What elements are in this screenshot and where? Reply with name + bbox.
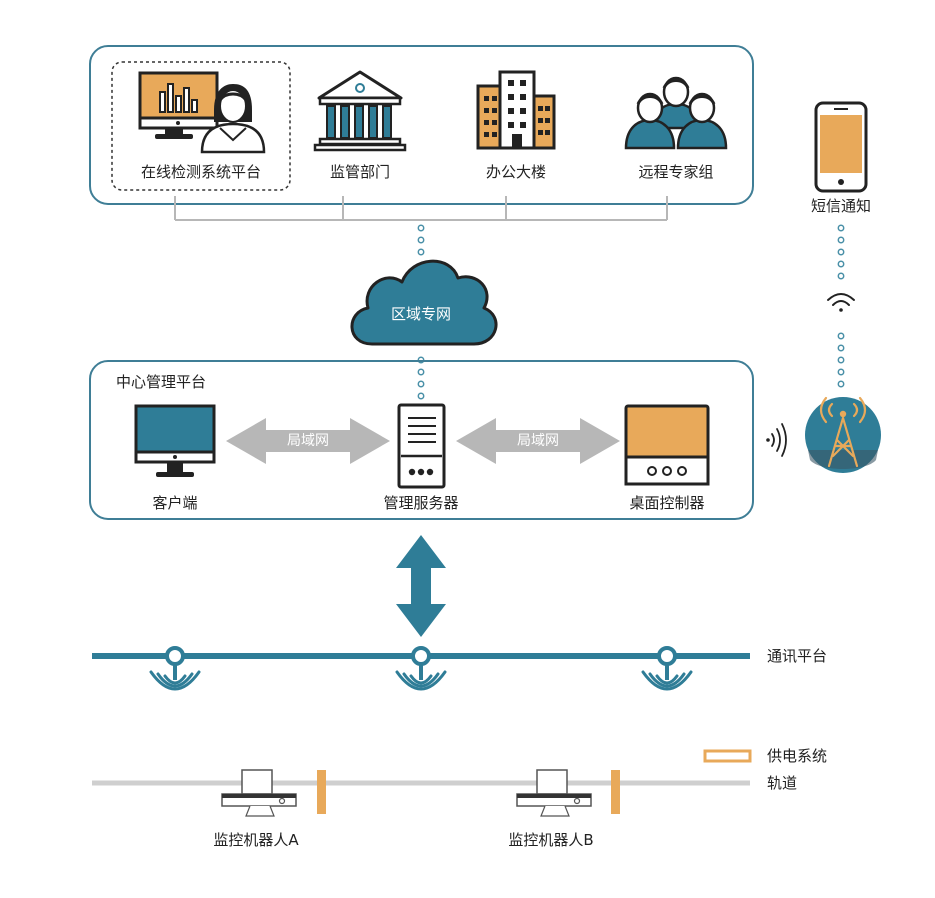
- label-monitoring-platform: 在线检测系统平台: [140, 163, 262, 181]
- label-robot-a: 监控机器人A: [213, 831, 299, 849]
- robot-b-icon: [516, 769, 592, 817]
- wifi-icon: [827, 293, 855, 312]
- dotted-link-top: [417, 224, 425, 256]
- robot-a-icon: [221, 769, 297, 817]
- label-controller: 桌面控制器: [629, 494, 705, 512]
- label-cloud: 区域专网: [390, 305, 452, 323]
- access-point-1: [149, 646, 201, 691]
- lan-arrow-right: [456, 418, 620, 464]
- radio-tower-icon: [805, 396, 881, 473]
- label-regulator: 监管部门: [329, 163, 391, 181]
- legend-power-swatch: [703, 749, 752, 763]
- government-building-icon: [313, 70, 407, 152]
- label-sms: 短信通知: [810, 197, 872, 215]
- platform-highlight-box: [111, 61, 291, 191]
- power-segment-2: [611, 770, 620, 814]
- expert-group-icon: [624, 76, 728, 150]
- office-building-icon: [476, 70, 556, 150]
- label-rail: 轨道: [767, 774, 798, 792]
- label-server: 管理服务器: [383, 494, 459, 512]
- cloud-icon: [350, 259, 498, 346]
- label-lan-left: 局域网: [287, 433, 329, 449]
- label-expert-group: 远程专家组: [638, 163, 714, 181]
- bracket-connector: [174, 196, 668, 221]
- label-power-system: 供电系统: [767, 747, 828, 765]
- access-point-2: [395, 646, 447, 691]
- controller-icon: [624, 404, 710, 486]
- dotted-link-middle: [417, 356, 425, 400]
- vertical-double-arrow: [396, 535, 446, 637]
- lan-arrow-left: [226, 418, 390, 464]
- smartphone-icon: [814, 101, 868, 193]
- label-client: 客户端: [152, 494, 198, 512]
- client-monitor-icon: [134, 404, 216, 477]
- label-comm-platform: 通讯平台: [767, 647, 828, 665]
- monitoring-platform-icon: [138, 71, 266, 154]
- power-segment-1: [317, 770, 326, 814]
- dotted-link-phone: [837, 224, 845, 388]
- label-robot-b: 监控机器人B: [508, 831, 594, 849]
- center-platform-box: [89, 360, 754, 520]
- signal-waves-icon: [766, 423, 787, 457]
- label-office-building: 办公大楼: [485, 163, 547, 181]
- access-point-3: [641, 646, 693, 691]
- top-group-box: [89, 45, 754, 205]
- server-icon: [397, 403, 446, 489]
- center-title: 中心管理平台: [116, 373, 207, 391]
- label-lan-right: 局域网: [517, 433, 559, 449]
